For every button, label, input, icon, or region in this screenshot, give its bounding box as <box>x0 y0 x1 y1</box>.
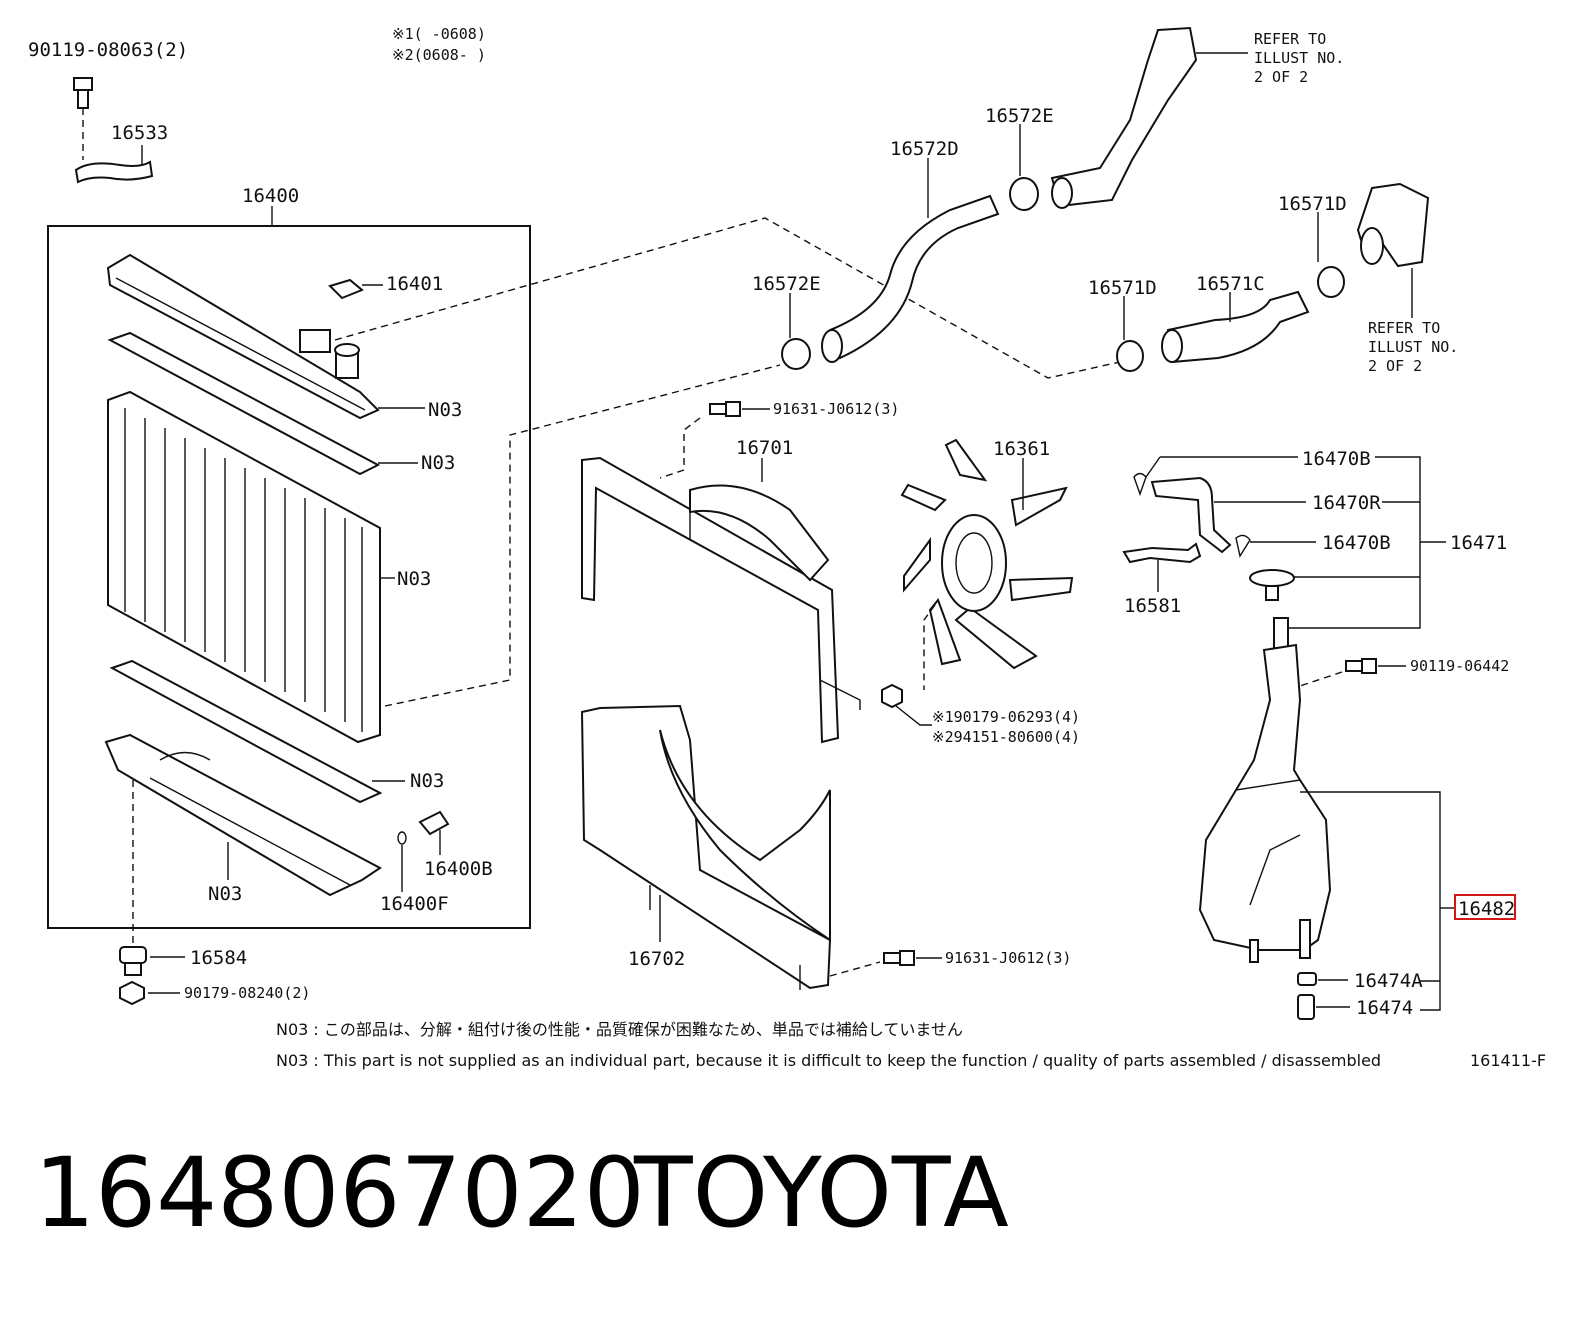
clip-16470b-mid <box>1235 534 1251 558</box>
label-90119-06442: 90119-06442 <box>1410 657 1509 675</box>
label-16361: 16361 <box>993 438 1050 460</box>
drain-cock-16400b <box>418 810 450 855</box>
bracket-16533 <box>74 145 154 184</box>
label-n03-core: N03 <box>397 568 431 590</box>
label-16470b-top: 16470B <box>1302 448 1371 470</box>
hose-16572d <box>821 194 1000 363</box>
label-90179-08240: 90179-08240(2) <box>184 984 310 1002</box>
gasket-upper <box>107 331 381 476</box>
label-16482: 16482 <box>1458 898 1515 920</box>
label-16572e-top: 16572E <box>985 105 1054 127</box>
bracket-16581 <box>1122 542 1202 564</box>
bolt-90119-06442 <box>1345 658 1377 674</box>
label-16571d-left: 16571D <box>1088 277 1157 299</box>
label-bolt-90119-08063: 90119-08063(2) <box>28 39 188 61</box>
label-16474a: 16474A <box>1354 970 1423 992</box>
bolt-shroud-top <box>709 401 741 417</box>
radiator-assembly-frame <box>47 225 531 929</box>
label-refer-right: REFER TO ILLUST NO.2 OF 2 <box>1368 319 1458 375</box>
label-91631-j0612-top: 91631-J0612(3) <box>773 400 899 418</box>
cooling-fan-16361 <box>900 438 1074 670</box>
clamp-16572e-top <box>1009 177 1039 211</box>
label-refer-top: REFER TO ILLUST NO.2 OF 2 <box>1254 30 1344 86</box>
note-n03-japanese: N03 : この部品は、分解・組付け後の性能・品質確保が困難なため、単品では補給… <box>276 1020 963 1039</box>
reserve-tank-16482 <box>1198 617 1332 963</box>
variant-note-1: ※1( -0608) <box>392 25 486 43</box>
radiator-core <box>107 390 381 744</box>
clamp-16571d-right <box>1317 266 1345 298</box>
label-n03-gasket-lower: N03 <box>410 770 444 792</box>
label-16471: 16471 <box>1450 532 1507 554</box>
label-16701: 16701 <box>736 437 793 459</box>
clip-16470b-top <box>1133 472 1147 497</box>
label-16581: 16581 <box>1124 595 1181 617</box>
hose-16470r <box>1150 476 1232 554</box>
label-16401: 16401 <box>386 273 443 295</box>
caption-part-number: 1648067020 <box>34 1137 645 1249</box>
bolt-shroud-bottom <box>883 950 915 966</box>
oring-16400f <box>397 831 407 892</box>
label-16571c: 16571C <box>1196 273 1265 295</box>
label-16470r: 16470R <box>1312 492 1381 514</box>
clamp-16474a <box>1297 972 1317 986</box>
label-16400: 16400 <box>242 185 299 207</box>
label-n03-gasket-upper: N03 <box>421 452 455 474</box>
label-16584: 16584 <box>190 947 247 969</box>
bolt-90179-08240 <box>119 980 145 1006</box>
note-n03-english: N03 : This part is not supplied as an in… <box>276 1051 1381 1070</box>
label-fan-nut-1: ※190179-06293(4) <box>932 708 1080 726</box>
label-n03-upper-tank: N03 <box>428 399 462 421</box>
hose-16474 <box>1297 994 1315 1020</box>
radiator-upper-tank <box>106 253 380 420</box>
bolt-90119-08063 <box>73 77 93 160</box>
water-outlet-pipe <box>1050 26 1198 209</box>
highlight-16482 <box>1454 894 1516 920</box>
radiator-lower-tank <box>104 733 382 897</box>
label-n03-lower-tank: N03 <box>208 883 242 905</box>
fan-nut <box>881 683 903 709</box>
water-inlet-housing <box>1356 182 1430 268</box>
label-16702: 16702 <box>628 948 685 970</box>
label-16572d: 16572D <box>890 138 959 160</box>
label-16571d-right: 16571D <box>1278 193 1347 215</box>
label-16474: 16474 <box>1356 997 1413 1019</box>
variant-note-2: ※2(0608- ) <box>392 46 486 64</box>
illustration-id: 161411-F <box>1470 1051 1546 1070</box>
cushion-16584 <box>119 946 147 976</box>
caption-brand: TOYOTA <box>633 1137 1009 1249</box>
hose-16571c <box>1161 290 1310 364</box>
label-16470b-mid: 16470B <box>1322 532 1391 554</box>
fan-shroud-16702 <box>580 704 832 990</box>
gasket-lower <box>109 659 383 804</box>
label-16400b: 16400B <box>424 858 493 880</box>
label-fan-nut-2: ※294151-80600(4) <box>932 728 1080 746</box>
clamp-16571d-left <box>1116 340 1144 372</box>
label-16572e-left: 16572E <box>752 273 821 295</box>
radiator-cap-16401 <box>328 278 364 300</box>
reserve-cap <box>1249 569 1295 601</box>
fan-shroud-16701 <box>581 456 861 744</box>
label-16533: 16533 <box>111 122 168 144</box>
label-91631-j0612-bottom: 91631-J0612(3) <box>945 949 1071 967</box>
clamp-16572e-left <box>781 338 811 370</box>
label-16400f: 16400F <box>380 893 449 915</box>
